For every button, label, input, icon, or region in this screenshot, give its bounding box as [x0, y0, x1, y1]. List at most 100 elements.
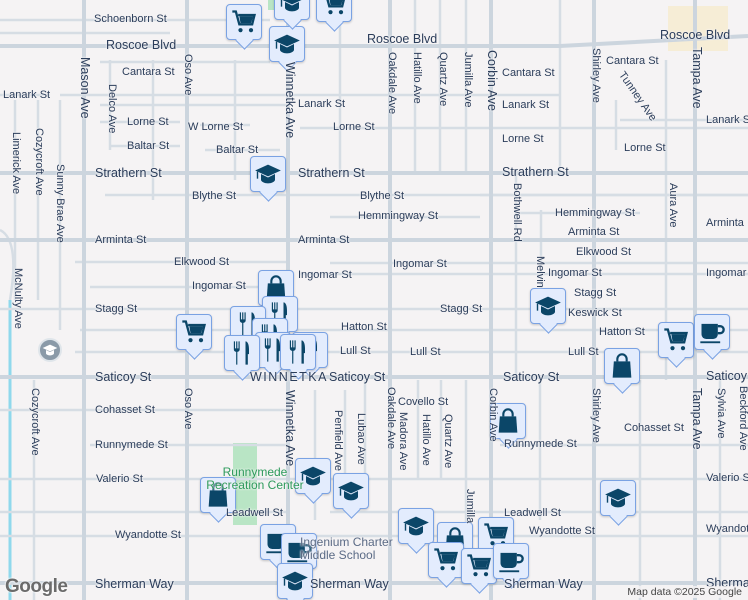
school-icon: [42, 344, 58, 356]
street-label: Arminta St: [298, 234, 350, 246]
street-label: Jumilla Ave: [462, 52, 474, 108]
shopping-cart-icon: [662, 326, 690, 354]
shopping-bag-marker[interactable]: [604, 348, 640, 384]
street-label: Strathern St: [502, 165, 569, 179]
street-label: Lanark St: [298, 98, 346, 110]
street-label: Strathern St: [298, 166, 365, 180]
street-label: Blythe St: [360, 190, 405, 202]
street-label: Wyandot: [706, 523, 748, 535]
street-label: Stagg St: [95, 303, 138, 315]
street-label: Hatillo Ave: [420, 414, 432, 466]
street-label: Penfield Ave: [332, 410, 344, 471]
street-label: Cantara St: [502, 67, 555, 79]
street-label: Cozycroft Ave: [33, 128, 45, 196]
street-label: Cantara St: [606, 55, 659, 67]
street-label: Saticoy St: [95, 370, 152, 384]
street-label: Lanark St: [502, 99, 550, 111]
school-icon: [254, 160, 282, 188]
restaurant-marker[interactable]: [224, 335, 260, 371]
street-label: Wyandotte St: [115, 529, 181, 541]
school-icon: [337, 477, 365, 505]
street-label: Tampa Ave: [690, 47, 704, 109]
school-marker[interactable]: [398, 508, 434, 544]
school-marker[interactable]: [277, 563, 313, 599]
street-label: Saticoy St: [503, 370, 560, 384]
street-label: Roscoe Blvd: [367, 32, 438, 46]
school-marker[interactable]: [250, 156, 286, 192]
street-label: Cohasset St: [95, 404, 155, 416]
street-label: Saticoy: [706, 369, 747, 383]
street-label: Corbin Ave: [487, 388, 499, 442]
shopping-cart-icon: [230, 8, 258, 36]
street-label: Lanark St: [706, 114, 748, 126]
school-marker[interactable]: [333, 473, 369, 509]
street-label: Lull St: [410, 346, 441, 358]
fork-knife-icon: [228, 339, 256, 367]
shopping-cart-icon: [180, 318, 208, 346]
street-label: Arminta St: [568, 226, 620, 238]
street-label: Aura Ave: [667, 183, 679, 228]
street-label: Leadwell St: [504, 507, 561, 519]
school-icon: [273, 30, 301, 58]
street-label: Sherman Way: [95, 577, 174, 591]
shopping-bag-marker[interactable]: [200, 477, 236, 513]
school-marker[interactable]: [530, 288, 566, 324]
coffee-cup-icon: [497, 547, 525, 575]
street-label: Strathern St: [95, 166, 162, 180]
shopping-cart-marker[interactable]: [658, 322, 694, 358]
school-marker[interactable]: [600, 480, 636, 516]
school-place-label[interactable]: Ingenium Charter Middle School: [300, 535, 393, 563]
shopping-cart-icon: [432, 546, 460, 574]
street-label: Elkwood St: [174, 256, 230, 268]
street-label: Runnymede St: [504, 438, 577, 450]
street-label: Hemmingway St: [555, 207, 636, 219]
street-label: Delco Ave: [106, 84, 118, 134]
school-marker[interactable]: [274, 0, 310, 20]
shopping-cart-marker[interactable]: [428, 542, 464, 578]
shopping-cart-marker[interactable]: [226, 4, 262, 40]
school-icon: [278, 0, 306, 16]
street-label: Hatton St: [341, 321, 387, 333]
street-label: Oso Ave: [182, 54, 194, 96]
shopping-cart-icon: [320, 0, 348, 18]
restaurant-marker[interactable]: [280, 334, 316, 370]
school-marker[interactable]: [295, 458, 331, 494]
street-label: Jumilla: [464, 489, 476, 524]
street-label: Cozycroft Ave: [29, 388, 41, 456]
street-label: Lorne St: [624, 142, 666, 154]
street-label: Sylvia Ave: [715, 388, 727, 439]
coffee-marker[interactable]: [493, 543, 529, 579]
street-label: Lorne St: [502, 133, 544, 145]
street-label: Melvin: [534, 256, 546, 288]
street-label: Oakdale Ave: [385, 387, 397, 450]
shopping-cart-marker[interactable]: [461, 548, 497, 584]
street-label: Ingomar St: [393, 258, 447, 270]
street-label: Oso Ave: [182, 388, 194, 430]
street-label: Sunny Brae Ave: [54, 164, 66, 243]
street-label: Hemmingway St: [358, 210, 439, 222]
street-label: Shirley Ave: [590, 388, 602, 443]
street-label: Corbin Ave: [485, 50, 499, 111]
street-label: Schoenborn St: [94, 13, 167, 25]
street-label: Lull St: [568, 346, 599, 358]
school-icon: [604, 484, 632, 512]
street-label: Ingomar St: [192, 280, 246, 292]
school-marker[interactable]: [269, 26, 305, 62]
school-marker-minor[interactable]: [38, 338, 62, 362]
shopping-cart-marker[interactable]: [316, 0, 352, 22]
fork-knife-icon: [284, 338, 312, 366]
shopping-bag-icon: [608, 352, 636, 380]
street-label: Roscoe Blvd: [106, 38, 177, 52]
street-label: Elkwood St: [576, 246, 632, 258]
street-label: Stagg St: [574, 287, 617, 299]
shopping-bag-marker[interactable]: [490, 403, 526, 439]
shopping-cart-marker[interactable]: [176, 314, 212, 350]
street-label: Keswick St: [568, 307, 622, 319]
street-label: Hatillo Ave: [411, 52, 423, 104]
street-label: Bothwell Rd: [511, 183, 523, 242]
park-label[interactable]: Runnymede Recreation Center: [206, 465, 304, 493]
street-label: Baltar St: [216, 144, 259, 156]
street-label: Wyandotte St: [529, 525, 595, 537]
coffee-marker[interactable]: [694, 314, 730, 350]
